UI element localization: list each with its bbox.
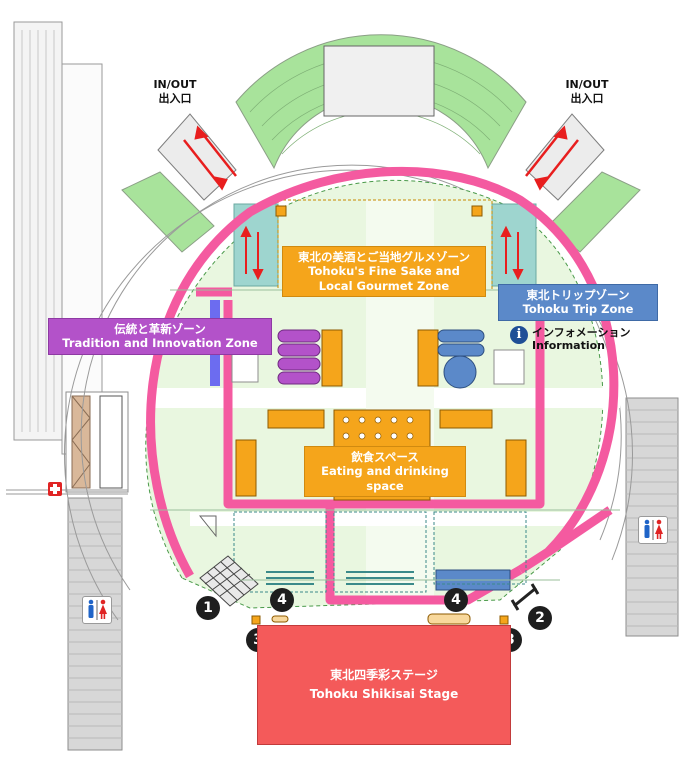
tradition-booths [277,329,321,385]
marker-4-right: 4 [444,588,468,612]
gourmet-zone-en1: Tohoku's Fine Sake and [308,264,460,279]
trip-zone-label: 東北トリップゾーン Tohoku Trip Zone [498,284,658,321]
right-walkway [625,397,679,637]
information-jp: インフォメーション [532,326,631,339]
kiosks [231,349,525,385]
stage-jp: 東北四季彩ステージ [330,668,438,682]
gate-left-jp: 出入口 [158,91,192,105]
tradition-zone-label: 伝統と革新ゾーン Tradition and Innovation Zone [48,318,272,355]
stage: 東北四季彩ステージ Tohoku Shikisai Stage [257,625,511,745]
gate-left-en: IN/OUT [153,78,197,91]
eating-space-label: 飲食スペース Eating and drinking space [304,446,466,498]
eating-space-jp: 飲食スペース [351,450,419,464]
benches [266,571,414,585]
marker-1: 1 [196,596,220,620]
gate-bar [510,583,540,611]
information-label: インフォメーション Information [532,326,630,352]
left-walkway [67,497,123,751]
left-stair-structure [13,21,103,455]
gourmet-zone-en2: Local Gourmet Zone [318,278,450,293]
pink-walkway-lower [545,506,613,556]
restroom-icon [82,596,112,624]
gate-left-label: IN/OUT 出入口 [140,78,210,106]
info-icon: i [510,326,528,344]
first-aid-icon [48,482,62,496]
trip-zone-jp: 東北トリップゾーン [526,288,630,302]
gourmet-zone-jp: 東北の美酒とご当地グルメゾーン [298,250,470,264]
information-en: Information [532,339,605,353]
tradition-zone-jp: 伝統と革新ゾーン [114,322,206,336]
stage-posts [251,613,509,625]
scoreboard [323,45,435,117]
marker-2: 2 [528,606,552,630]
small-triangles [198,515,217,538]
stage-en: Tohoku Shikisai Stage [309,687,459,701]
gate-right-jp: 出入口 [570,91,604,105]
lattice-net [199,555,259,607]
table-grid [342,416,414,440]
stands [121,34,641,253]
gate-right-label: IN/OUT 出入口 [552,78,622,106]
entrance-arrows [183,125,579,191]
eating-space-en: Eating and drinking space [321,464,449,493]
tradition-zone-en: Tradition and Innovation Zone [62,336,258,351]
gourmet-zone-label: 東北の美酒とご当地グルメゾーン Tohoku's Fine Sake and L… [282,246,486,298]
trip-zone-en: Tohoku Trip Zone [522,302,634,317]
marker-4-left: 4 [270,588,294,612]
restroom-icon [638,516,668,544]
gate-right-en: IN/OUT [565,78,609,91]
